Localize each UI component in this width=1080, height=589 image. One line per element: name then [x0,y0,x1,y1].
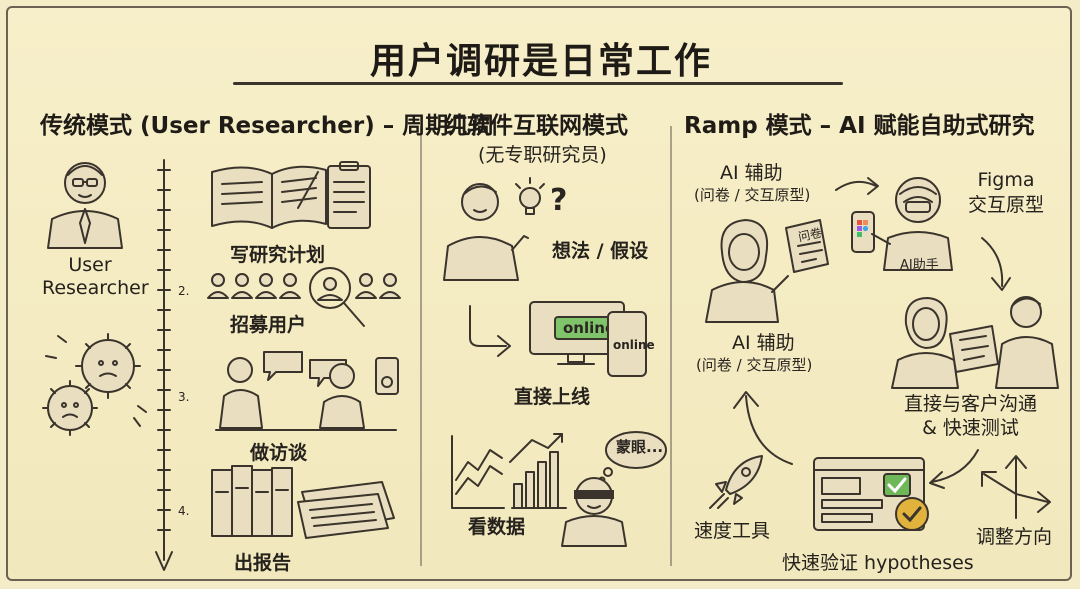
software-heading: 纯软件互联网模式 [444,113,628,139]
column-divider-2 [670,126,672,566]
poster: 用户调研是日常工作 传统模式 (User Researcher) – 周期几周 … [6,6,1072,581]
adjust-direction-label: 调整方向 [976,526,1053,548]
svg-text:?: ? [550,183,567,218]
timeline-axis [155,159,173,571]
traditional-heading: 传统模式 (User Researcher) – 周期几周 [40,113,495,139]
gears-icon [42,333,147,436]
software-subheading: (无专职研究员) [478,144,607,166]
thought-bubble-text: 蒙眼... [616,438,664,456]
arrow-to-robot-icon [835,177,879,195]
ramp-heading: Ramp 模式 – AI 赋能自助式研究 [684,113,1035,139]
arrow-to-validate-icon [929,449,979,489]
timeline-tick-2: 2. [178,284,190,298]
page-title: 用户调研是日常工作 [369,41,712,82]
step-recruit: 招募用户 [230,314,307,336]
recruit-users-icon [207,267,401,327]
step-launch: 直接上线 [514,386,591,408]
idea-person-icon: ? [443,177,567,281]
validation-window-icon [813,457,929,531]
step-interview: 做访谈 [250,442,308,464]
step-write-plan: 写研究计划 [230,244,326,266]
figma-prototype-label: Figma 交互原型 [968,169,1045,216]
step-idea: 想法 / 假设 [552,240,649,262]
data-charts-icon [451,433,567,509]
ai-robot-label: AI助手 [900,258,939,273]
customer-meeting-icon [891,296,1059,389]
title-underline [233,82,843,85]
notebook-icon [211,161,371,229]
ai-assist-top-sub: (问卷 / 交互原型) [694,186,811,204]
interview-icon [215,351,399,431]
validate-hypotheses-label: 快速验证 hypotheses [782,552,974,574]
phone-icon [607,311,647,377]
blindfold-person-icon [561,431,667,547]
ai-assist-mid-label: AI 辅助 [732,332,795,354]
step-report: 出报告 [234,552,292,574]
flow-arrow-icon [469,305,511,357]
ai-robot-icon [851,177,953,271]
report-icon [211,465,395,539]
ai-assist-top-label: AI 辅助 [720,162,783,184]
column-divider-1 [420,126,422,566]
speed-tools-label: 速度工具 [694,520,771,542]
direction-arrows-icon [981,455,1051,519]
phone-online-text: online [613,338,655,352]
ai-assist-mid-sub: (问卷 / 交互原型) [696,356,813,374]
customer-test-label: 直接与客户沟通 & 快速测试 [904,393,1038,439]
arrow-to-customer-icon [981,237,1011,291]
timeline-tick-3: 3. [178,390,190,404]
step-view-data: 看数据 [468,516,526,538]
researcher-icon [47,162,123,249]
timeline-tick-4: 4. [178,504,190,518]
rocket-icon [709,455,763,509]
cycle-arrow-up-icon [733,391,793,465]
woman-with-questionnaire-icon [705,219,829,323]
researcher-label: User Researcher [42,254,149,299]
